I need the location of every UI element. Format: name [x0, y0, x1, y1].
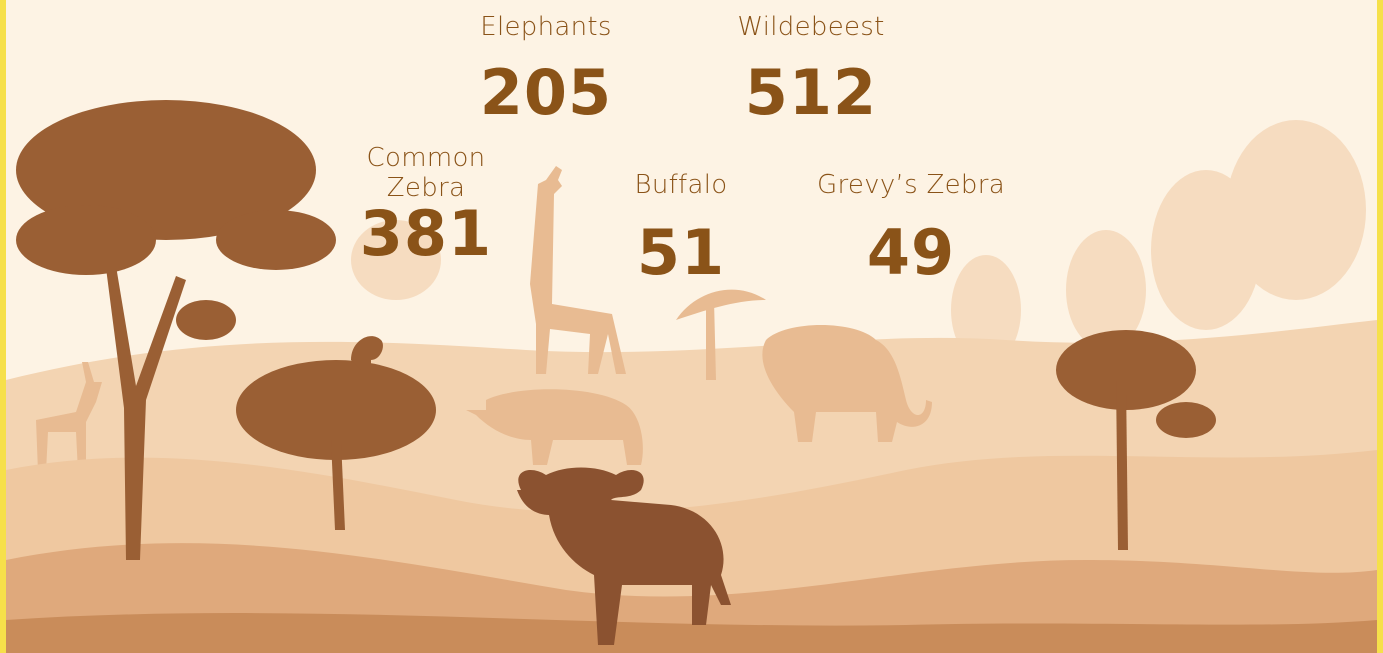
acacia-tree-right — [1056, 330, 1216, 550]
buffalo-silhouette — [517, 467, 731, 645]
acacia-tree-left — [16, 100, 336, 560]
stat-grevys-zebra: Grevy’s Zebra 49 — [796, 170, 1026, 288]
infographic-panel: Elephants 205 Wildebeest 512 Common Zebr… — [6, 0, 1377, 653]
distant-trees — [351, 120, 1366, 365]
mid-animals — [36, 166, 932, 472]
stat-label: Wildebeest — [737, 12, 885, 42]
stat-value: 512 — [744, 56, 878, 129]
stat-wildebeest: Wildebeest 512 — [706, 12, 916, 128]
stat-value: 381 — [359, 197, 493, 270]
stat-buffalo: Buffalo 51 — [606, 170, 756, 288]
stat-value: 49 — [866, 216, 956, 289]
bush-with-monkey — [236, 336, 436, 530]
stat-common-zebra: Common Zebra 381 — [346, 143, 506, 269]
stat-value: 51 — [636, 216, 726, 289]
ground — [6, 613, 1377, 653]
stat-label: Buffalo — [634, 170, 728, 200]
stat-label: Elephants — [480, 12, 612, 42]
stat-label: Common Zebra — [366, 143, 486, 203]
stat-elephants: Elephants 205 — [446, 12, 646, 128]
stat-label: Grevy’s Zebra — [817, 170, 1005, 200]
stat-value: 205 — [479, 56, 613, 129]
savanna-background — [6, 100, 1377, 653]
